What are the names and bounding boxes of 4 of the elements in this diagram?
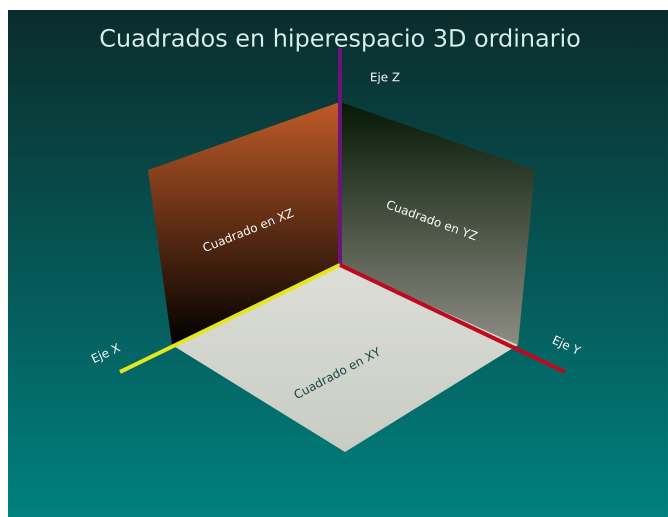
- title: Cuadrados en hiperespacio 3D ordinario: [100, 28, 580, 52]
- axis-label: Eje X: [91, 342, 121, 363]
- axis-label: Eje Z: [371, 72, 400, 84]
- axis-label: Eje Y: [552, 335, 582, 354]
